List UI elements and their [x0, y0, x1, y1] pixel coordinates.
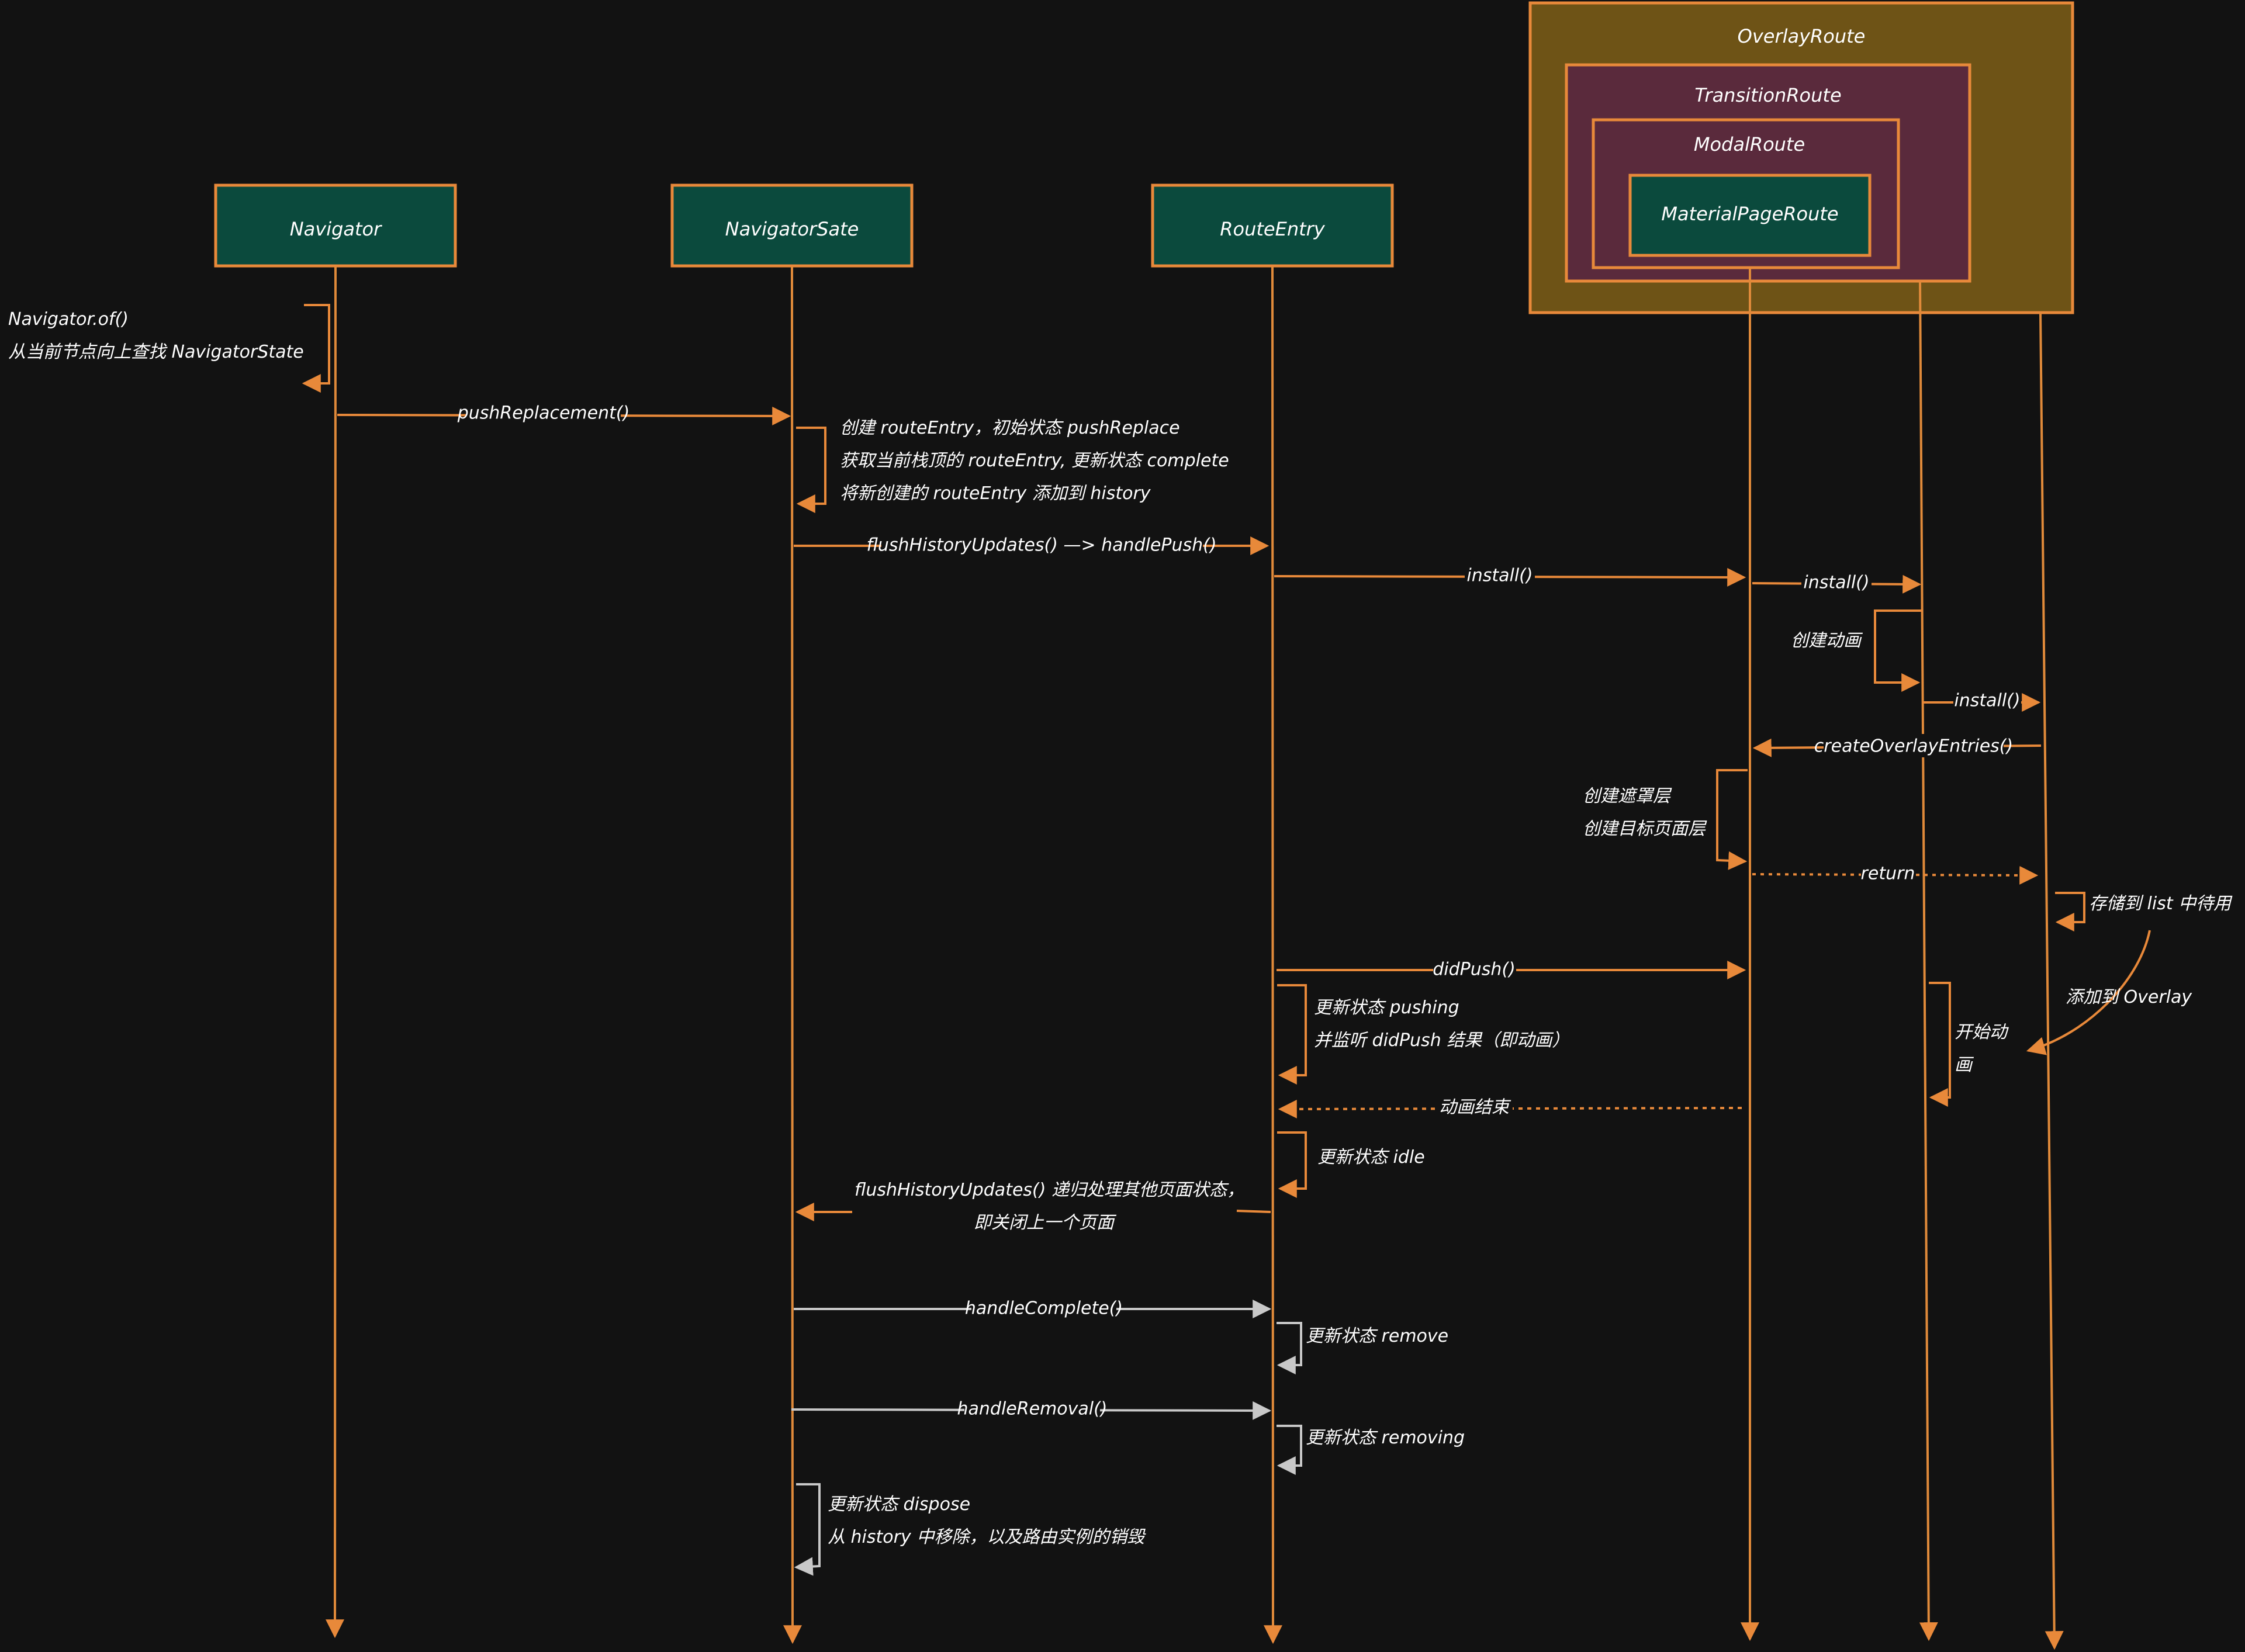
lifeline-overlay-route	[2039, 313, 2064, 1650]
self-call-removing	[1277, 1425, 1302, 1475]
arrow-flush-recursive-tail	[1236, 1210, 1271, 1213]
participant-route-entry: RouteEntry	[1151, 183, 1394, 268]
material-page-route-label: MaterialPageRoute	[1661, 203, 1838, 225]
label-handle-complete: handleComplete()	[965, 1298, 1123, 1319]
participant-route-entry-label: RouteEntry	[1220, 218, 1326, 240]
modal-route-label: ModalRoute	[1694, 133, 1805, 155]
self-call-store-list	[2055, 892, 2085, 931]
self-call-create-layers	[1716, 769, 1748, 870]
label-create-overlay-entries: createOverlayEntries()	[1814, 736, 2013, 757]
label-create-mask-layer: 创建遮罩层	[1583, 786, 1672, 806]
participant-material-page-route: MaterialPageRoute	[1628, 174, 1872, 257]
transition-route-label: TransitionRoute	[1694, 84, 1841, 106]
label-start-anim-2: 画	[1955, 1055, 1974, 1075]
label-add-to-overlay: 添加到 Overlay	[2066, 987, 2192, 1007]
label-install-1: install()	[1466, 566, 1533, 586]
self-call-create-animation	[1874, 609, 1923, 692]
self-call-start-animation	[1929, 982, 1951, 1107]
label-navigator-of-note: 从当前节点向上查找 NavigatorState	[8, 342, 304, 362]
self-call-pushing	[1277, 984, 1307, 1085]
participant-navigator-state: NavigatorSate	[670, 183, 914, 268]
participant-navigator-state-label: NavigatorSate	[725, 218, 859, 240]
label-start-anim-1: 开始动	[1955, 1022, 2009, 1043]
label-install-3: install()	[1954, 691, 2020, 711]
self-call-create-entry	[796, 427, 826, 513]
participant-navigator-label: Navigator	[290, 218, 382, 240]
label-create-page-layer: 创建目标页面层	[1583, 819, 1707, 839]
label-create-animation: 创建动画	[1791, 631, 1863, 651]
label-navigator-of: Navigator.of()	[8, 309, 129, 330]
self-call-dispose	[794, 1483, 821, 1576]
label-dispose-2: 从 history 中移除，以及路由实例的销毁	[828, 1527, 1146, 1547]
label-create-entry-3: 将新创建的 routeEntry 添加到 history	[840, 483, 1151, 504]
label-flush-recursive-2: 即关闭上一个页面	[974, 1213, 1117, 1233]
label-anim-end: 动画结束	[1439, 1097, 1511, 1118]
label-create-entry-1: 创建 routeEntry，初始状态 pushReplace	[840, 418, 1180, 438]
label-store-in-list: 存储到 list 中待用	[2089, 893, 2233, 914]
arrow-add-to-overlay	[2026, 930, 2151, 1055]
lifeline-transition-route	[1919, 281, 1938, 1641]
label-flush-recursive-1: flushHistoryUpdates() 递归处理其他页面状态，	[855, 1180, 1244, 1200]
label-return: return	[1861, 864, 1915, 884]
self-call-idle	[1277, 1131, 1307, 1198]
self-call-navigator-of	[302, 304, 330, 393]
lifeline-navigator-state	[783, 266, 802, 1644]
label-flush-handle-push: flushHistoryUpdates() —> handlePush()	[866, 535, 1216, 556]
label-did-push: didPush()	[1433, 960, 1516, 980]
label-create-entry-2: 获取当前栈顶的 routeEntry, 更新状态 complete	[840, 451, 1229, 471]
label-push-replacement: pushReplacement()	[457, 403, 630, 424]
label-pushing-1: 更新状态 pushing	[1314, 998, 1459, 1018]
label-handle-removal: handleRemoval()	[957, 1399, 1107, 1419]
overlay-route-label: OverlayRoute	[1738, 25, 1866, 47]
label-dispose-1: 更新状态 dispose	[828, 1494, 970, 1515]
label-remove: 更新状态 remove	[1306, 1326, 1448, 1346]
label-idle: 更新状态 idle	[1317, 1147, 1425, 1168]
lifeline-route-entry	[1263, 266, 1282, 1644]
participant-navigator: Navigator	[214, 183, 457, 268]
label-pushing-2: 并监听 didPush 结果（即动画）	[1314, 1030, 1569, 1051]
label-install-2: install()	[1803, 573, 1869, 593]
self-call-remove	[1277, 1322, 1302, 1374]
label-removing: 更新状态 removing	[1306, 1428, 1465, 1448]
